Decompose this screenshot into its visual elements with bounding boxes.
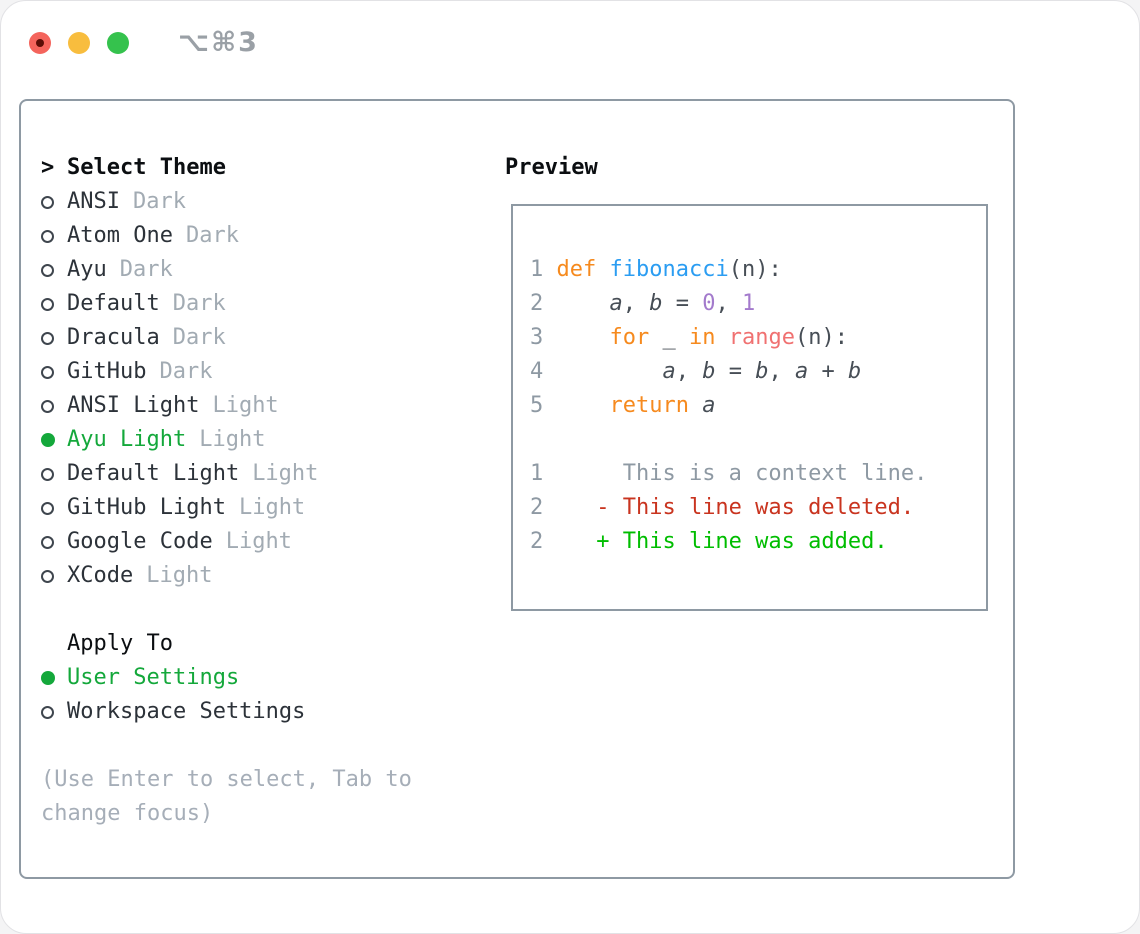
radio-selected-icon (41, 671, 55, 685)
theme-name: GitHub Light (67, 495, 226, 520)
theme-option-github-light[interactable]: GitHub Light Light (41, 491, 493, 525)
theme-name: ANSI (67, 189, 120, 214)
theme-option-ansi-light[interactable]: ANSI Light Light (41, 389, 493, 423)
theme-option-default-light[interactable]: Default Light Light (41, 457, 493, 491)
radio-icon (41, 297, 54, 311)
theme-option-xcode[interactable]: XCode Light (41, 559, 493, 593)
theme-name: Ayu Light (67, 427, 187, 452)
apply-option-label: Workspace Settings (67, 699, 306, 724)
apply-option-workspace-settings[interactable]: Workspace Settings (41, 695, 493, 729)
apply-to-title: Apply To (67, 631, 173, 656)
theme-name: Google Code (67, 529, 213, 554)
prompt-caret-icon: > (41, 155, 55, 180)
code-line: 2 + This line was added. (530, 529, 888, 554)
theme-variant-tag: Dark (132, 189, 186, 214)
radio-icon (41, 229, 54, 243)
theme-variant-tag: Dark (119, 257, 173, 282)
radio-icon (41, 331, 54, 345)
select-theme-title: Select Theme (67, 155, 226, 180)
preview-code: 1 def fibonacci(n): 2 a, b = 0, 1 3 for _ … (511, 204, 988, 611)
theme-variant-tag: Light (199, 427, 266, 452)
theme-variant-tag: Light (238, 495, 306, 520)
theme-name: XCode (67, 563, 134, 588)
zoom-button-icon[interactable] (107, 31, 129, 54)
theme-option-ansi[interactable]: ANSI Dark (41, 185, 493, 219)
theme-variant-tag: Dark (185, 223, 239, 248)
apply-option-user-settings[interactable]: User Settings (41, 661, 493, 695)
radio-icon (41, 501, 54, 515)
theme-variant-tag: Light (146, 563, 213, 588)
radio-icon (41, 569, 54, 583)
radio-selected-icon (41, 433, 55, 447)
code-line: 5 return a (530, 393, 716, 418)
close-button-icon[interactable] (29, 31, 51, 54)
code-line: 1 def fibonacci(n): (530, 257, 782, 282)
preview-column: Preview 1 def fibonacci(n): 2 a, b = 0, 1… (493, 151, 1013, 877)
code-line: 2 a, b = 0, 1 (530, 291, 756, 316)
radio-icon (41, 365, 54, 379)
code-line (530, 423, 986, 457)
minimize-button-icon[interactable] (68, 31, 90, 54)
theme-list-header: > Select Theme (41, 151, 493, 185)
theme-name: ANSI Light (67, 393, 200, 418)
theme-variant-tag: Light (212, 393, 279, 418)
radio-icon (41, 399, 54, 413)
theme-variant-tag: Dark (159, 359, 213, 384)
code-line: 4 a, b = b, a + b (530, 359, 862, 384)
radio-icon (41, 705, 54, 719)
apply-to-header: Apply To (41, 627, 493, 661)
theme-name: Dracula (67, 325, 160, 350)
radio-icon (41, 467, 54, 481)
theme-variant-tag: Light (252, 461, 319, 486)
theme-variant-tag: Light (225, 529, 292, 554)
radio-icon (41, 263, 54, 277)
code-line: 2 - This line was deleted. (530, 495, 915, 520)
theme-name: Default Light (67, 461, 240, 486)
keyboard-hint: (Use Enter to select, Tab to change focu… (41, 767, 412, 826)
radio-icon (41, 535, 54, 549)
window-title: ⌥⌘3 (178, 27, 259, 58)
theme-variant-tag: Dark (172, 325, 226, 350)
theme-name: GitHub (67, 359, 147, 384)
preview-title: Preview (505, 155, 598, 180)
theme-option-ayu[interactable]: Ayu Dark (41, 253, 493, 287)
theme-option-dracula[interactable]: Dracula Dark (41, 321, 493, 355)
titlebar: ⌥⌘3 (29, 27, 259, 58)
code-line: 1 This is a context line. (530, 461, 928, 486)
theme-name: Default (67, 291, 160, 316)
theme-option-ayu-light[interactable]: Ayu Light Light (41, 423, 493, 457)
theme-variant-tag: Dark (172, 291, 226, 316)
theme-option-default[interactable]: Default Dark (41, 287, 493, 321)
code-line: 3 for _ in range(n): (530, 325, 848, 350)
theme-name: Atom One (67, 223, 173, 248)
theme-option-google-code[interactable]: Google Code Light (41, 525, 493, 559)
apply-option-label: User Settings (67, 665, 240, 690)
theme-name: Ayu (67, 257, 107, 282)
theme-option-atom-one[interactable]: Atom One Dark (41, 219, 493, 253)
theme-option-github[interactable]: GitHub Dark (41, 355, 493, 389)
radio-icon (41, 195, 54, 209)
